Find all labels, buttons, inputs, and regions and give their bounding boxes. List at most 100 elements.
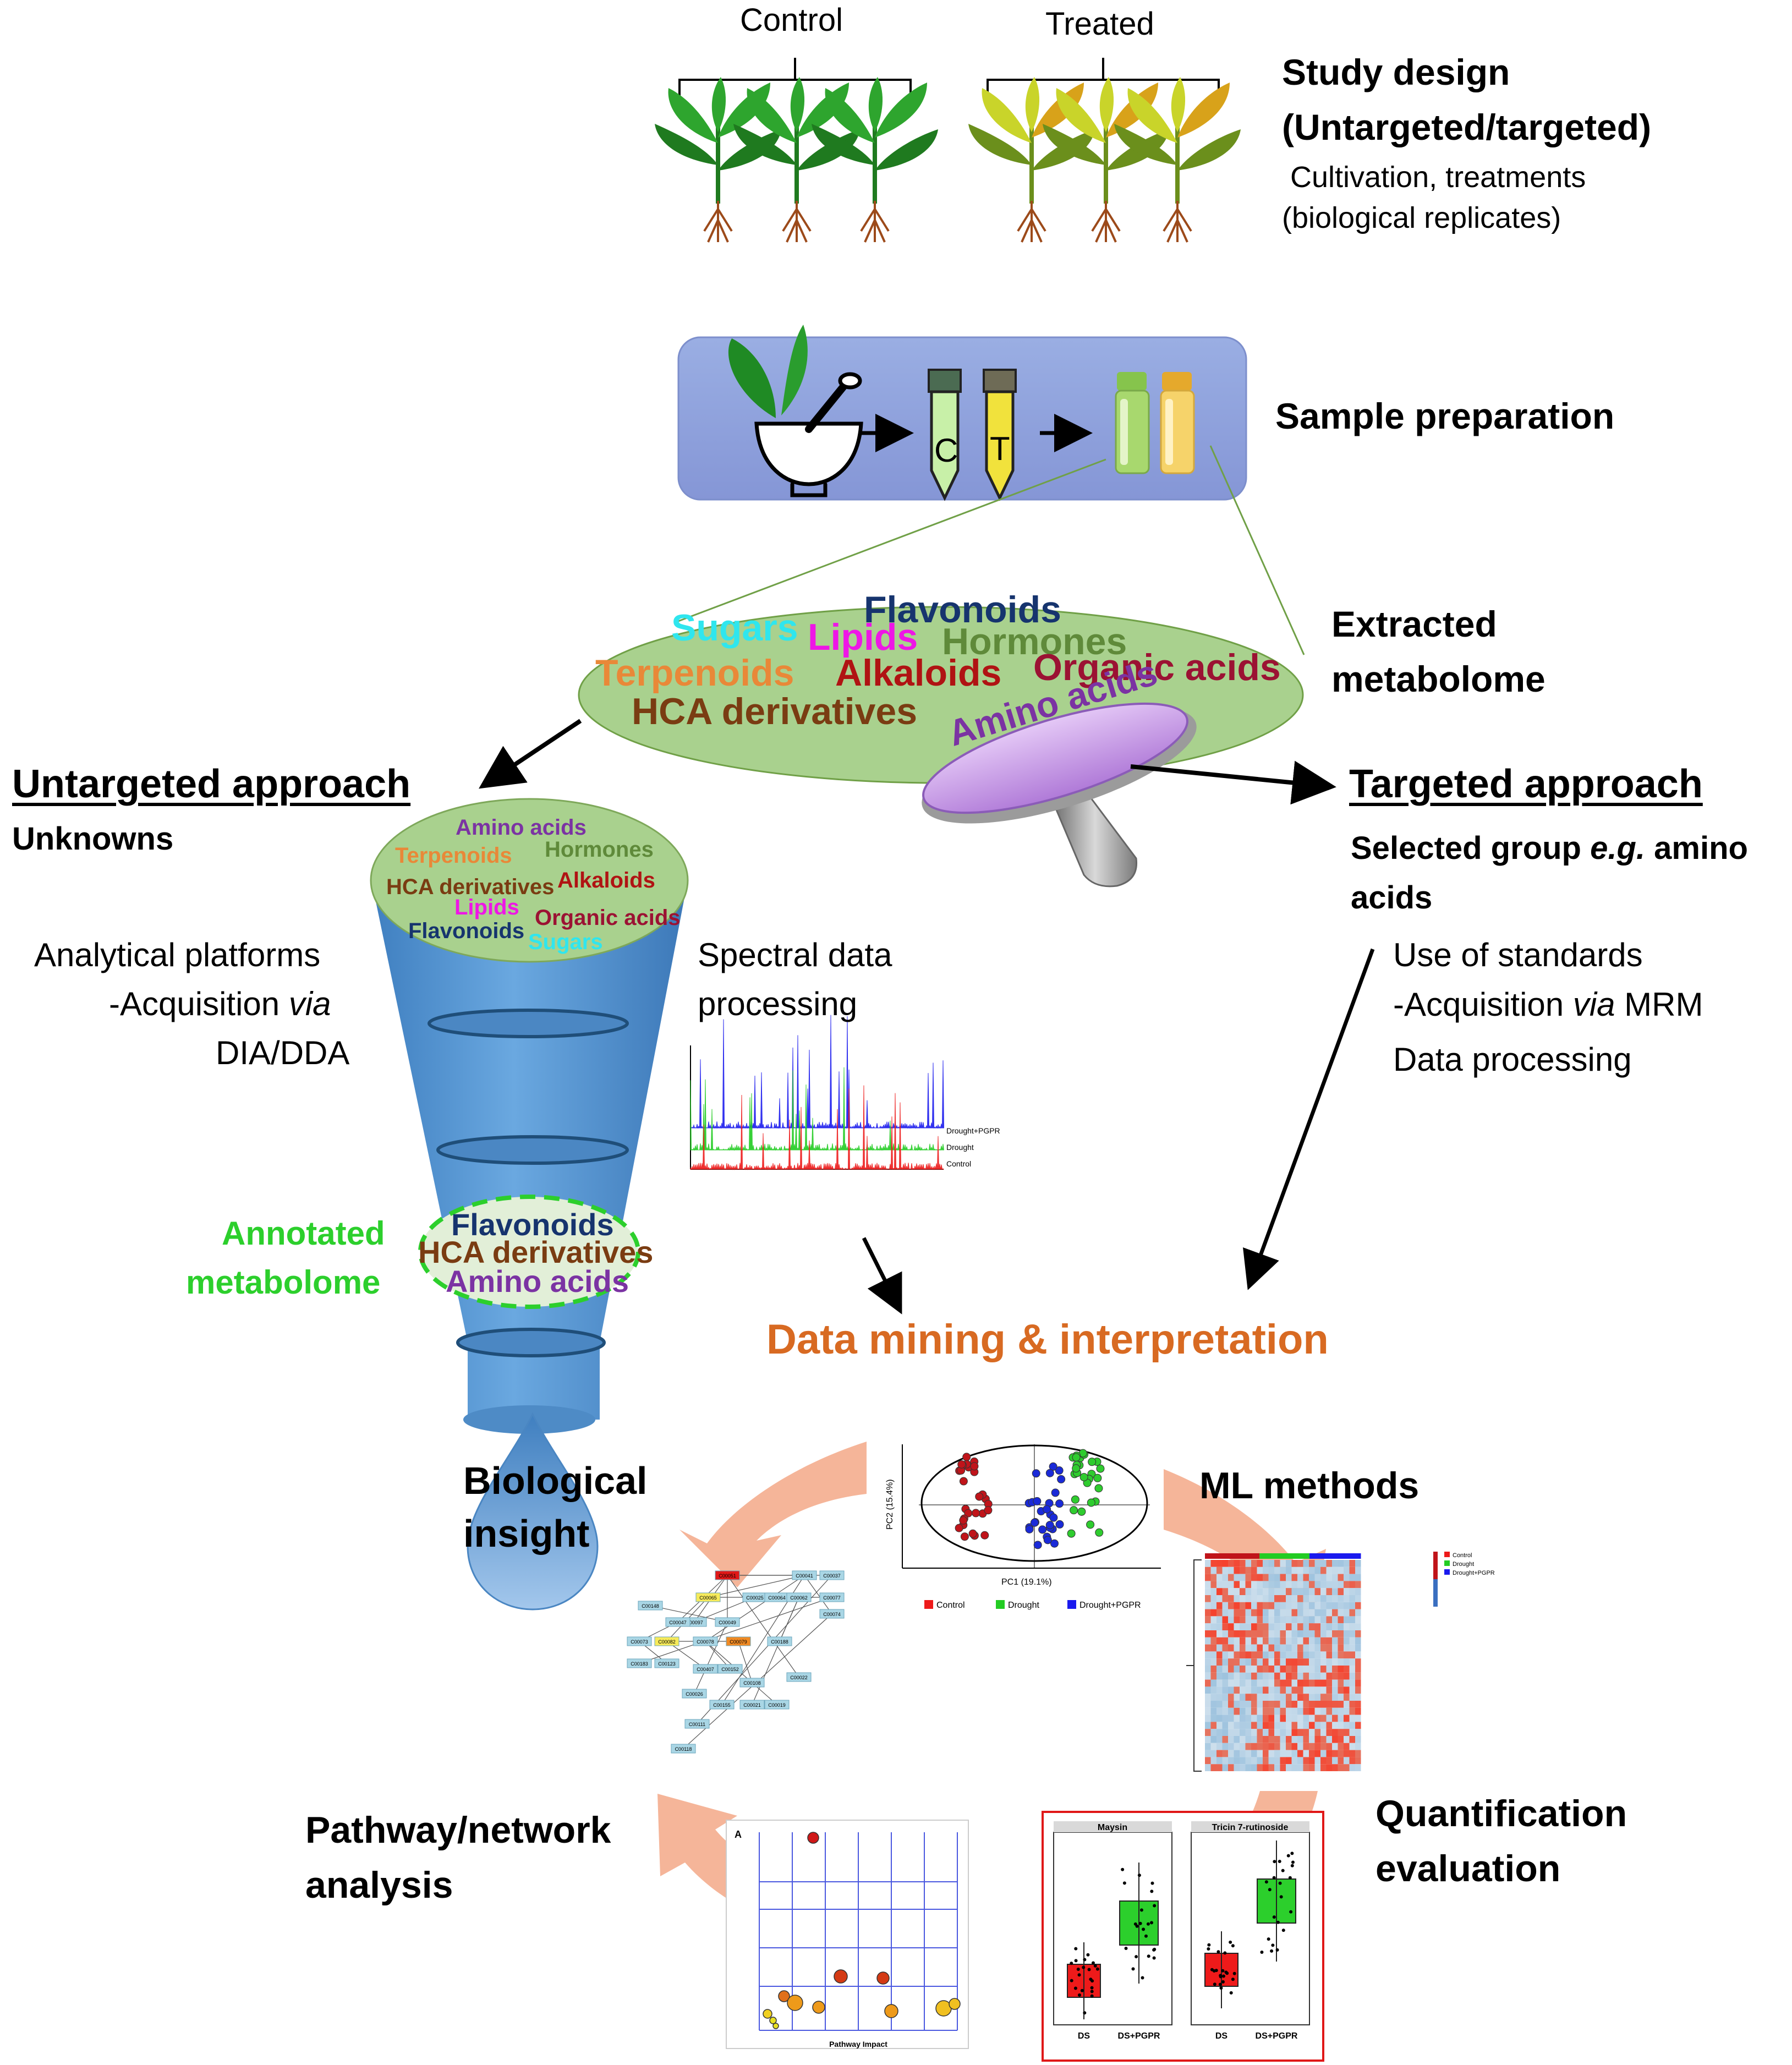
annotated-line-2: metabolome	[186, 1264, 381, 1301]
boxplot-point	[1073, 1986, 1077, 1990]
heatmap-cell	[1257, 1658, 1263, 1666]
heatmap-cell	[1355, 1715, 1361, 1722]
heatmap-cell	[1303, 1707, 1309, 1715]
boxplot-point	[1212, 1969, 1216, 1973]
heatmap-cell	[1349, 1764, 1355, 1771]
bio-insight-line-1: Biological	[463, 1459, 648, 1502]
heatmap-cell	[1320, 1666, 1327, 1673]
heatmap-cell	[1309, 1750, 1315, 1757]
heatmap-cell	[1355, 1679, 1361, 1687]
heatmap-cell	[1228, 1736, 1234, 1743]
pathway-panel-label: A	[735, 1829, 742, 1840]
heatmap-cell	[1332, 1581, 1338, 1589]
heatmap-cell	[1274, 1757, 1280, 1765]
heatmap-cell	[1286, 1616, 1292, 1624]
plant-leaf	[1127, 88, 1177, 143]
network-node-label: C00019	[768, 1702, 786, 1708]
plant-leaf	[797, 129, 860, 171]
platform-line-2-via: via	[288, 985, 331, 1022]
heatmap-legend-swatch	[1444, 1569, 1450, 1575]
heatmap-cell	[1326, 1701, 1332, 1708]
boxplot-point	[1231, 1944, 1235, 1948]
heatmap-cell	[1314, 1686, 1320, 1694]
heatmap-cell	[1355, 1566, 1361, 1574]
heatmap-cell	[1274, 1764, 1280, 1771]
network-node-label: C00079	[730, 1639, 747, 1645]
heatmap-cell	[1251, 1566, 1257, 1574]
heatmap-cell	[1332, 1630, 1338, 1637]
heatmap-cell	[1216, 1658, 1223, 1666]
heatmap-cell	[1216, 1609, 1223, 1617]
heatmap-cell	[1245, 1750, 1251, 1757]
heatmap-cell	[1228, 1588, 1234, 1595]
heatmap-cell	[1205, 1623, 1211, 1630]
heatmap-legend-swatch	[1444, 1552, 1450, 1557]
spectral-line-1: Spectral data	[698, 936, 892, 973]
boxplot-group-label: DS	[1215, 2031, 1228, 2041]
class-alkaloids: Alkaloids	[835, 652, 1002, 694]
pca-point	[972, 1509, 980, 1518]
boxplot-point	[1089, 1978, 1093, 1981]
heatmap-cell	[1332, 1574, 1338, 1581]
heatmap-cell	[1338, 1679, 1344, 1687]
network-node	[726, 1636, 751, 1646]
pathway-bubble	[834, 1969, 848, 1984]
pca-legend-swatch	[924, 1600, 933, 1609]
treated-tube-icon	[983, 369, 1017, 501]
pathway-bubble	[949, 1998, 961, 2010]
network-node-label: C00037	[823, 1573, 841, 1579]
pca-point	[1094, 1484, 1103, 1493]
pca-point	[960, 1532, 969, 1541]
heatmap-cell	[1349, 1658, 1355, 1666]
heatmap-cell	[1314, 1707, 1320, 1715]
heatmap-cell	[1344, 1609, 1350, 1617]
heatmap-cell	[1309, 1672, 1315, 1680]
heatmap-cell	[1210, 1736, 1216, 1743]
heatmap-cell	[1286, 1595, 1292, 1602]
boxplot-point	[1218, 1982, 1222, 1986]
heatmap-cell	[1257, 1715, 1263, 1722]
heatmap-cell	[1309, 1686, 1315, 1694]
heatmap-cell	[1326, 1658, 1332, 1666]
heatmap-cell	[1280, 1560, 1286, 1567]
spectral-line-2: processing	[698, 985, 858, 1022]
boxplot-point	[1150, 1889, 1154, 1893]
heatmap-cell	[1222, 1707, 1228, 1715]
heatmap-cell	[1286, 1722, 1292, 1729]
heatmap-cell	[1332, 1729, 1338, 1736]
boxplot-point	[1278, 1860, 1281, 1864]
heatmap-cell	[1216, 1602, 1223, 1609]
heatmap-cell	[1268, 1694, 1274, 1701]
boxplot-point	[1086, 1953, 1090, 1957]
heatmap-cell	[1338, 1701, 1344, 1708]
heatmap-cell	[1314, 1750, 1320, 1757]
heatmap-cell	[1309, 1729, 1315, 1736]
targeted-selected-line-1: Selected group e.g. amino	[1351, 830, 1748, 867]
heatmap-cell	[1234, 1630, 1240, 1637]
heatmap-cell	[1263, 1757, 1269, 1765]
heatmap-cell	[1349, 1679, 1355, 1687]
funnel-lipids: Lipids	[454, 895, 519, 919]
heatmap-cell	[1314, 1666, 1320, 1673]
pca-point	[1070, 1506, 1078, 1515]
heatmap-cell	[1205, 1679, 1211, 1687]
heatmap-cell	[1349, 1574, 1355, 1581]
heatmap-cell	[1332, 1764, 1338, 1771]
heatmap-cell	[1257, 1694, 1263, 1701]
pathway-bubble	[787, 1995, 803, 2011]
heatmap-cell	[1263, 1560, 1269, 1567]
heatmap-cell	[1245, 1651, 1251, 1659]
network-node	[671, 1744, 696, 1754]
heatmap-cell	[1291, 1651, 1297, 1659]
boxplot-point	[1152, 1948, 1156, 1952]
heatmap-cell	[1286, 1644, 1292, 1652]
heatmap-cell	[1210, 1707, 1216, 1715]
heatmap-cell	[1344, 1757, 1350, 1765]
heatmap-cell	[1338, 1672, 1344, 1680]
network-node-label: C00097	[686, 1620, 703, 1625]
network-node-label: C00078	[697, 1639, 714, 1645]
heatmap-cell	[1303, 1736, 1309, 1743]
heatmap-cell	[1326, 1560, 1332, 1567]
